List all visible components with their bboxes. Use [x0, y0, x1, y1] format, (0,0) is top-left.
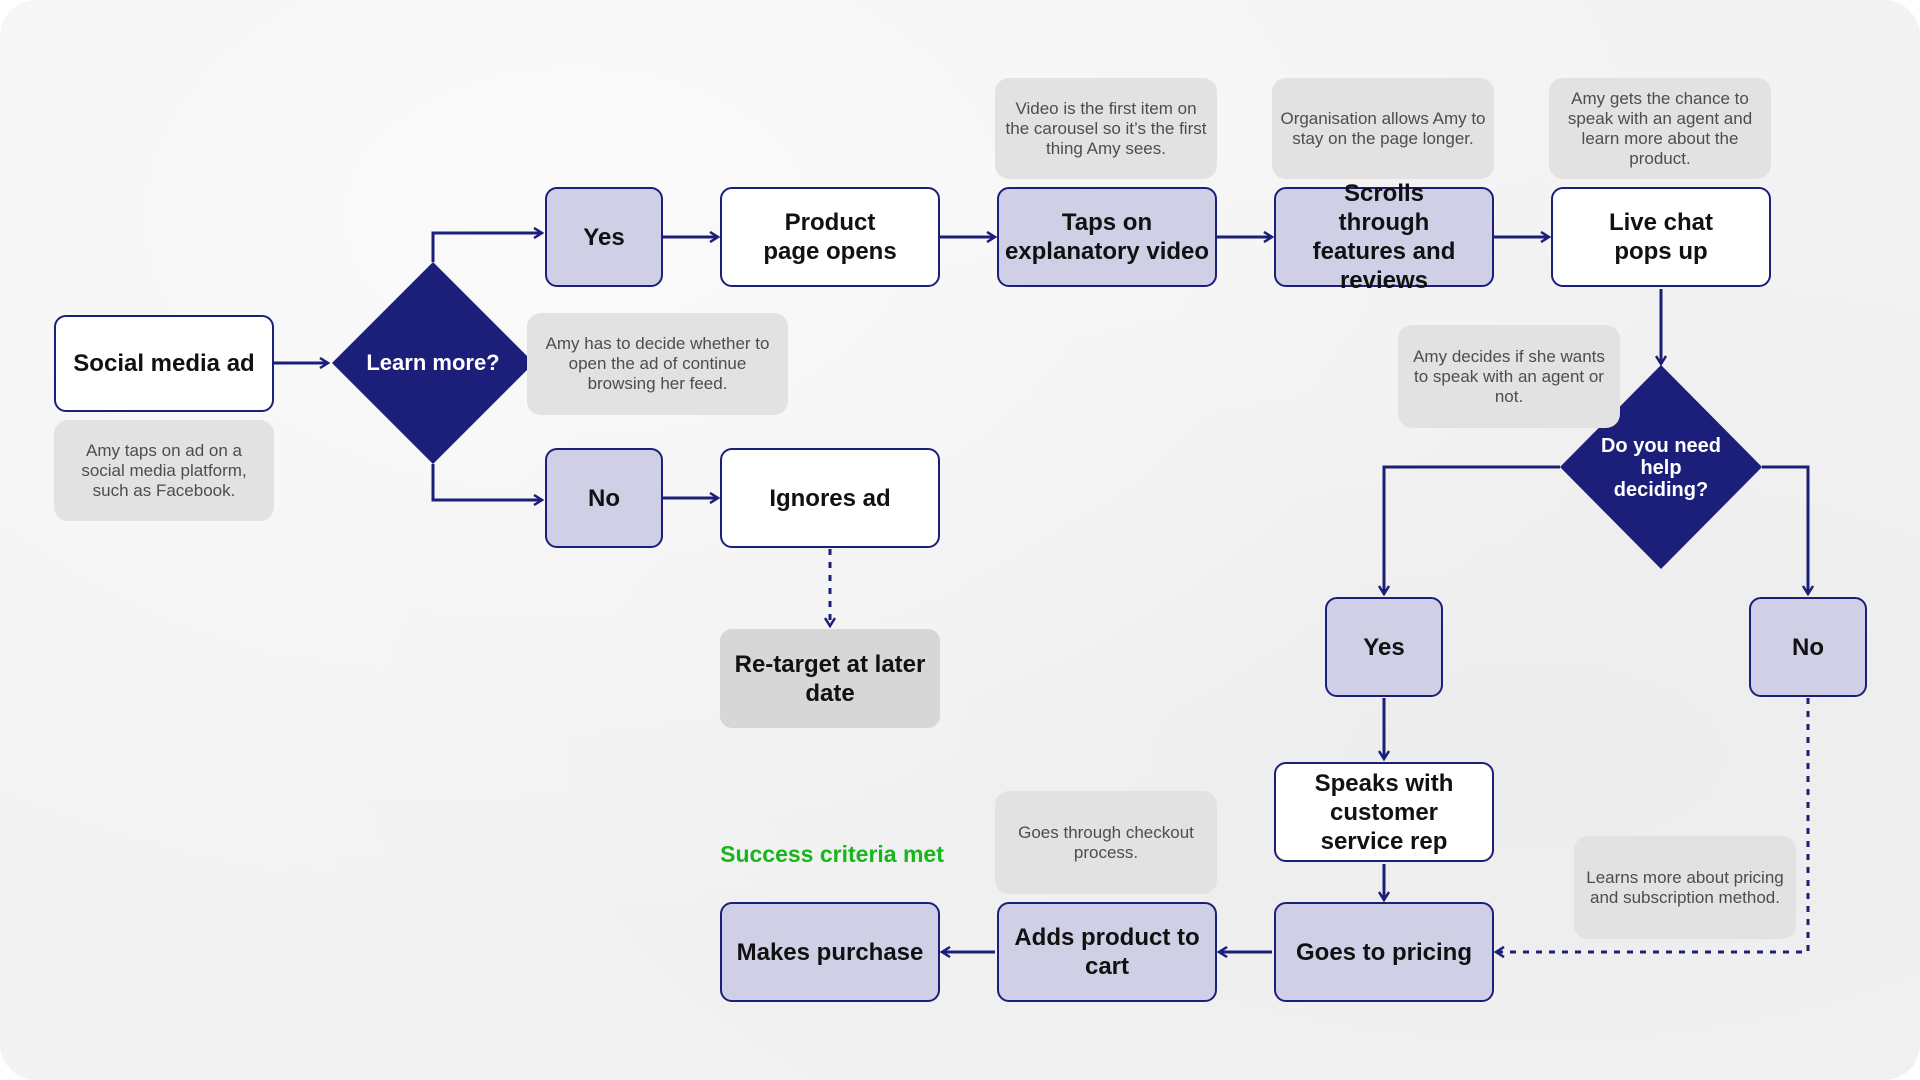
- note-decides-agent: Amy decides if she wants to speak with a…: [1398, 325, 1620, 428]
- node-taps-video: Taps on explanatory video: [997, 187, 1217, 287]
- node-retarget: Re-target at later date: [720, 629, 940, 728]
- node-no-learn-more: No: [545, 448, 663, 548]
- node-product-page-opens: Product page opens: [720, 187, 940, 287]
- learn-more-diamond: [332, 262, 534, 464]
- arrow-learn-more-to-no: [431, 464, 542, 500]
- node-goes-pricing: Goes to pricing: [1274, 902, 1494, 1002]
- note-learns-pricing: Learns more about pricing and subscripti…: [1574, 836, 1796, 939]
- note-agent-chance: Amy gets the chance to speak with an age…: [1549, 78, 1771, 179]
- arrow-help-to-yes: [1384, 465, 1560, 594]
- node-scrolls-features: Scrolls through features and reviews: [1274, 180, 1494, 294]
- note-video-first: Video is the first item on the carousel …: [995, 78, 1217, 179]
- node-adds-cart: Adds product to cart: [997, 902, 1217, 1002]
- node-yes-help: Yes: [1325, 597, 1443, 697]
- node-ignores-ad: Ignores ad: [720, 448, 940, 548]
- note-taps-ad: Amy taps on ad on a social media platfor…: [54, 420, 274, 521]
- note-decide: Amy has to decide whether to open the ad…: [527, 313, 788, 415]
- node-no-help: No: [1749, 597, 1867, 697]
- arrow-learn-more-to-yes: [431, 233, 542, 262]
- learn-more-label: Learn more?: [366, 350, 500, 375]
- node-speaks-rep: Speaks with customer service rep: [1274, 762, 1494, 862]
- need-help-label: Do you need help deciding?: [1600, 435, 1721, 501]
- note-stay-longer: Organisation allows Amy to stay on the p…: [1272, 78, 1494, 179]
- arrow-help-to-no: [1762, 465, 1808, 594]
- node-yes-learn-more: Yes: [545, 187, 663, 287]
- node-makes-purchase: Makes purchase: [720, 902, 940, 1002]
- node-social-media-ad: Social media ad: [54, 315, 274, 412]
- success-criteria-label: Success criteria met: [720, 841, 944, 867]
- node-live-chat: Live chat pops up: [1551, 187, 1771, 287]
- note-checkout: Goes through checkout process.: [995, 791, 1217, 894]
